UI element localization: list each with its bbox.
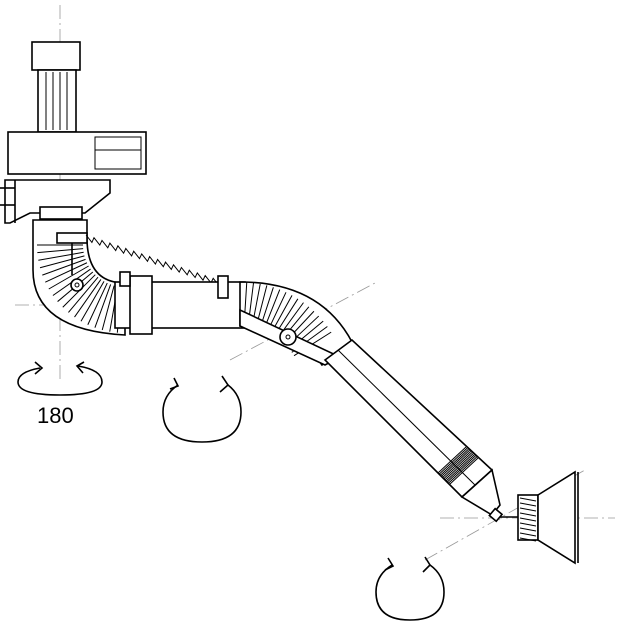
upper-hinge-block [56, 232, 88, 292]
wall-bracket [0, 179, 111, 224]
fan-housing [7, 131, 147, 175]
rotation-angle-label: 180 [37, 403, 74, 428]
balance-spring [85, 234, 222, 287]
hood-rotation-arrow-icon [375, 556, 445, 621]
middle-elbow [239, 281, 354, 367]
arm-rotation-arrow-icon [162, 375, 242, 443]
base-rotation-arrow-icon [17, 361, 103, 396]
fan-motor [31, 41, 81, 133]
horizontal-arm [114, 271, 246, 335]
diagonal-arm [323, 338, 504, 523]
suction-hood [500, 470, 579, 565]
